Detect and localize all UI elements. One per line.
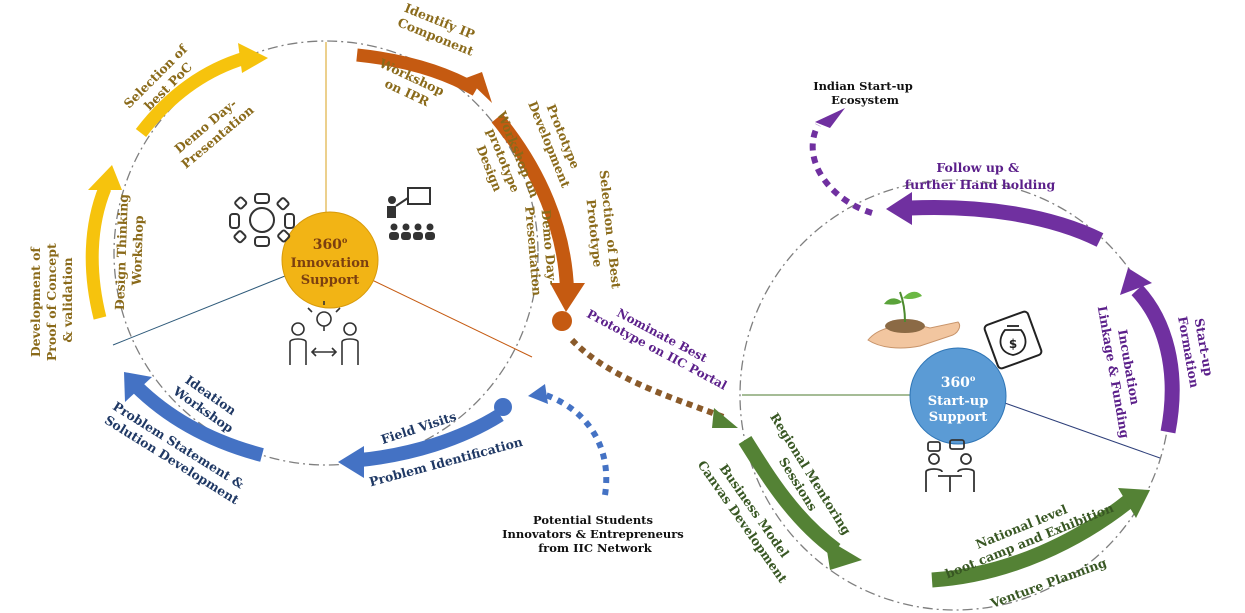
green-arrow-mentoring-head (825, 538, 862, 570)
divider-right (371, 279, 533, 358)
label-followup: Follow up & further Hand holding (905, 160, 1056, 192)
blue-arrow-field (359, 409, 504, 467)
label-incubation: Incubation Linkage & Funding (1095, 302, 1149, 440)
blue-dot (494, 398, 512, 416)
startup-hub-number: 360 (941, 375, 970, 391)
yellow-arrow-demo (135, 51, 247, 137)
innovation-cycle-circle (113, 40, 539, 466)
label-startup-formation: Start-up Formation (1175, 312, 1218, 389)
svg-text:$: $ (1009, 337, 1017, 351)
potential-dotted-arrow (542, 391, 610, 496)
presentation-audience-icon (387, 187, 435, 240)
label-nominate: Nominate Best Prototype on IIC Portal (585, 294, 737, 393)
purple-arrow-followup-head (886, 192, 912, 225)
ecosystem-arrow-head (815, 108, 845, 128)
green-arrow-bootcamp-head (1118, 488, 1150, 518)
yellow-arrow-poc-head (88, 165, 122, 190)
svg-text:360o: 360o (313, 235, 348, 253)
innovation-hub: 360o Innovation Support (281, 211, 379, 309)
nominate-dotted-arrow (569, 337, 728, 421)
purple-arrow-followup (909, 199, 1104, 247)
potential-arrow-head (528, 384, 548, 404)
yellow-arrow-poc (85, 185, 112, 320)
startup-hub-line2: Support (929, 410, 988, 425)
orange-arrow-ip (356, 48, 480, 96)
startup-hub-line1: Start-up (928, 394, 989, 409)
purple-arrow-startup-head (1120, 268, 1152, 295)
green-arrow-mentoring (738, 436, 841, 557)
blue-arrow-ideation-head (124, 372, 152, 402)
orange-arrow-ip-head (466, 72, 492, 103)
idea-exchange-icon (289, 301, 359, 365)
label-identify-ip: Identify IP Component (396, 0, 482, 59)
sapling-in-hand-icon (867, 291, 961, 349)
innovation-hub-line2: Support (301, 273, 360, 288)
innovation-hub-degree: o (342, 235, 348, 245)
label-demo-day2: Demo Day- Presentation (522, 204, 561, 296)
green-arrow-bootcamp (931, 494, 1135, 588)
svg-text:360o: 360o (941, 373, 976, 391)
startup-hub: 360o Start-up Support (909, 347, 1007, 445)
orange-arrow-prototype-head (550, 283, 585, 312)
ecosystem-dotted-arrow (809, 123, 873, 216)
money-bag-icon: $ (983, 310, 1043, 370)
yellow-arrow-demo-head (238, 43, 268, 73)
orange-dot (552, 311, 572, 331)
blue-arrow-field-head (338, 446, 364, 478)
startup-hub-degree: o (970, 373, 976, 383)
round-table-meeting-icon (229, 193, 295, 247)
nominate-arrow-head (712, 408, 738, 428)
divider-left (112, 273, 291, 346)
label-design-thinking: Design Thinking Workshop (112, 189, 147, 311)
divider-startup-right (1001, 401, 1161, 459)
label-demo-day: Demo Day- Presentation (168, 90, 257, 171)
innovation-hub-number: 360 (313, 237, 342, 253)
blue-arrow-ideation (130, 380, 264, 462)
innovation-hub-line1: Innovation (291, 256, 370, 271)
purple-arrow-startup (1131, 284, 1180, 434)
label-potential: Potential Students Innovators & Entrepre… (502, 513, 688, 555)
label-dev-poc: Development of Proof of Concept & valida… (28, 239, 75, 361)
label-selection-best: Selection of Best Prototype (581, 169, 625, 295)
discussion-table-icon (925, 439, 975, 492)
label-indian-ecosystem: Indian Start-up Ecosystem (813, 79, 917, 107)
orange-arrow-prototype (491, 113, 574, 291)
